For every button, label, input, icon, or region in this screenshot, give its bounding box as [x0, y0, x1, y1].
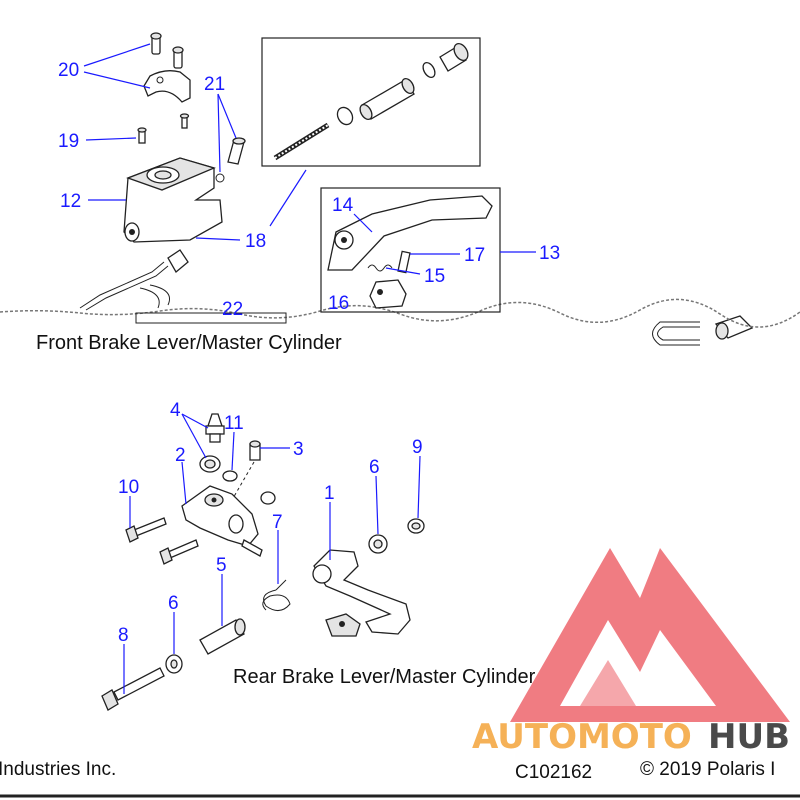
brake-switch-loop — [652, 315, 754, 346]
bleeder-cap — [199, 455, 221, 473]
handlebar-clamp — [143, 70, 191, 103]
mounting-bolt-upper — [125, 517, 167, 543]
pivot-clip — [215, 173, 225, 183]
watermark-triangle-mark — [510, 548, 790, 722]
part22-bracket — [135, 312, 287, 324]
callout-6-upper: 6 — [369, 457, 380, 478]
callout-8: 8 — [118, 625, 129, 646]
lever-kit-box — [320, 187, 501, 313]
callout-11: 11 — [224, 413, 244, 434]
callout-10: 10 — [118, 477, 139, 498]
callout-12: 12 — [60, 191, 81, 212]
callout-9: 9 — [412, 437, 423, 458]
watermark-text-primary: AUTOMOTO — [472, 717, 692, 757]
front-caption: Front Brake Lever/Master Cylinder — [36, 332, 342, 354]
footer-copyright: © 2019 Polaris I — [640, 759, 775, 780]
callout-7: 7 — [272, 512, 283, 533]
master-cylinder-body — [123, 157, 223, 243]
callout-22: 22 — [222, 299, 243, 320]
clamp-screw-a — [150, 32, 162, 55]
fitting-dashed-line — [231, 461, 255, 501]
rear-leaders — [123, 413, 421, 694]
lever-pivot-pin — [397, 250, 411, 274]
brake-light-switch — [79, 249, 189, 311]
fitting-oring — [260, 491, 276, 505]
callout-14: 14 — [332, 195, 354, 216]
rear-master-cylinder — [181, 485, 263, 557]
callout-19: 19 — [58, 131, 79, 152]
small-screw — [179, 113, 190, 129]
callout-21: 21 — [204, 74, 225, 95]
pivot-washer — [165, 654, 183, 674]
front-assembly: 20 21 19 12 18 14 17 13 15 16 22 Front B… — [0, 32, 800, 354]
lever-spring — [367, 264, 393, 272]
mounting-bolt-lower — [159, 539, 199, 565]
callout-4: 4 — [170, 400, 181, 421]
piston-boot — [439, 42, 469, 72]
pedal-bushing — [368, 534, 388, 554]
pedal-nut — [407, 518, 425, 534]
watermark-text-secondary: HUB — [708, 717, 790, 757]
footer: Industries Inc. C102162 © 2019 Polaris I — [0, 759, 800, 798]
callout-17: 17 — [464, 245, 485, 266]
callout-18: 18 — [245, 231, 266, 252]
automotohub-watermark: AUTOMOTO HUB — [472, 548, 790, 757]
callout-15: 15 — [424, 266, 445, 287]
callout-13: 13 — [539, 243, 560, 264]
hose-fitting — [249, 440, 261, 461]
callout-2: 2 — [175, 445, 186, 466]
footer-code: C102162 — [515, 762, 592, 783]
callout-1: 1 — [324, 483, 335, 504]
pivot-pin — [227, 137, 246, 165]
rear-caption: Rear Brake Lever/Master Cylinder — [233, 666, 536, 688]
lever-adjuster — [369, 279, 407, 309]
piston-spring — [273, 122, 330, 161]
reservoir-cap-screw — [137, 127, 147, 144]
reservoir-grommet — [222, 470, 238, 482]
piston-oring — [422, 61, 436, 79]
pivot-bolt — [101, 667, 165, 711]
footer-left: Industries Inc. — [0, 759, 116, 780]
return-spring — [262, 589, 291, 611]
piston-seal — [336, 106, 354, 126]
callout-16: 16 — [328, 293, 349, 314]
piston-kit-inset-box — [261, 37, 481, 167]
clamp-screw-b — [172, 46, 184, 69]
rear-assembly: 4 11 3 9 2 10 6 1 7 5 6 8 Rear Brake Lev… — [101, 400, 536, 711]
callout-3: 3 — [293, 439, 304, 460]
callout-20: 20 — [58, 60, 79, 81]
piston — [359, 77, 415, 121]
callout-6-lower: 6 — [168, 593, 179, 614]
bleeder-valve — [205, 413, 225, 443]
callout-5: 5 — [216, 555, 227, 576]
pivot-sleeve — [199, 618, 246, 655]
front-leaders — [83, 43, 536, 275]
rear-brake-pedal — [312, 549, 411, 637]
